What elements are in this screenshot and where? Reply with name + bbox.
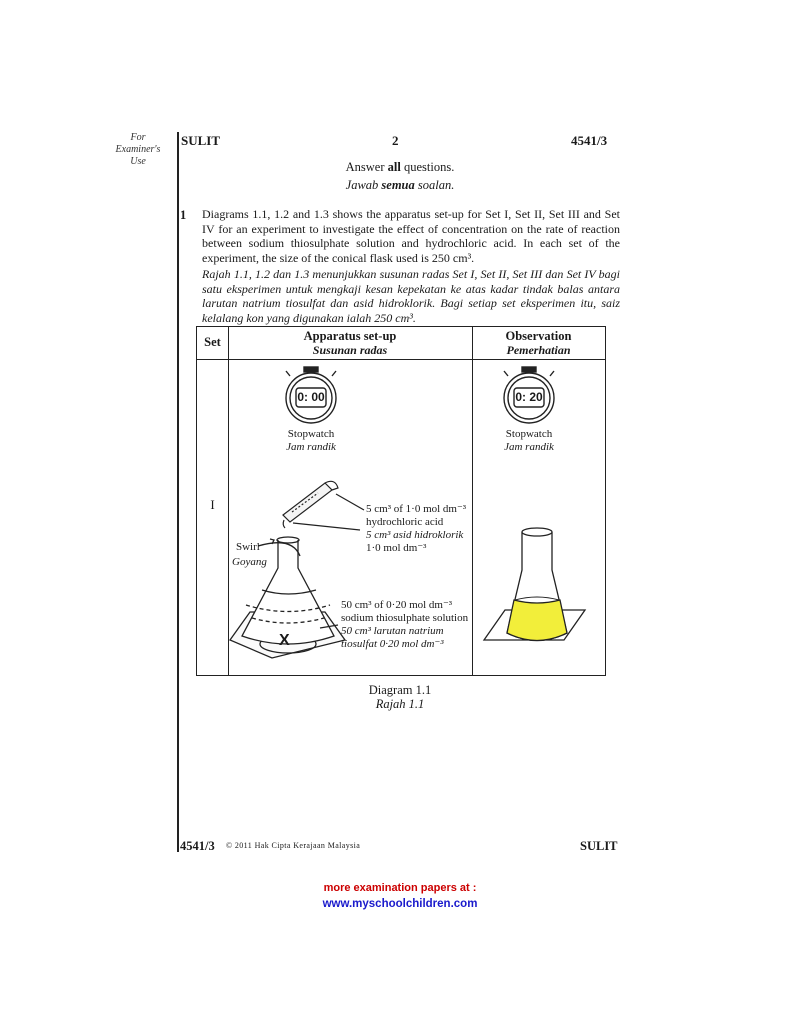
margin-line-3: Use <box>130 156 146 167</box>
row-set-label: I <box>210 497 215 512</box>
acid-label-ms-2: 1·0 mol dm⁻³ <box>366 542 427 554</box>
instruction-en: Answer all questions. <box>345 160 455 174</box>
acid-label-en-1: 5 cm³ of 1·0 mol dm⁻³ <box>366 503 467 515</box>
header-setup-en: Apparatus set-up <box>303 329 397 343</box>
thio-label-en-1: 50 cm³ of 0·20 mol dm⁻³ <box>341 599 453 611</box>
conical-flask-yellow-icon <box>482 527 587 642</box>
header-observation-ms: Pemerhatian <box>506 343 571 357</box>
thio-label-ms-2: tiosulfat 0·20 mol dm⁻³ <box>341 638 444 650</box>
diagram-caption-en: Diagram 1.1 <box>368 683 432 697</box>
thio-label-ms-1: 50 cm³ larutan natrium <box>341 625 444 637</box>
question-number: 1 <box>180 208 187 222</box>
header-set: Set <box>204 335 221 349</box>
swirl-label-ms: Goyang <box>232 556 267 568</box>
examiner-margin-label: For Examiner's Use <box>108 132 168 168</box>
test-tube-icon <box>282 480 365 531</box>
header-sulit: SULIT <box>181 133 221 148</box>
observation-stopwatch-ms: Jam randik <box>504 441 554 453</box>
acid-label-en-2: hydrochloric acid <box>366 516 444 528</box>
acid-label-ms-1: 5 cm³ asid hidroklorik <box>366 529 464 541</box>
paper-code: 4541/3 <box>571 133 608 148</box>
stopwatch-label-en: Stopwatch <box>287 428 335 440</box>
header-observation-en: Observation <box>505 329 572 343</box>
header-setup-ms: Susunan radas <box>312 343 388 357</box>
margin-line-2: Examiner's <box>115 144 161 155</box>
stopwatch-time-observation: 0: 20 <box>515 390 543 404</box>
stopwatch-icon-observation <box>503 366 555 424</box>
stopwatch-time-setup: 0: 00 <box>297 390 325 404</box>
conical-flask-icon <box>229 536 347 659</box>
diagram-caption-ms: Rajah 1.1 <box>375 697 425 711</box>
margin-line-1: For <box>130 132 146 143</box>
promo-text: more examination papers at : <box>323 882 477 894</box>
footer-sulit: SULIT <box>580 839 618 853</box>
thio-label-en-2: sodium thiosulphate solution <box>341 612 469 624</box>
stopwatch-icon <box>285 366 337 424</box>
question-text-en: Diagrams 1.1, 1.2 and 1.3 shows the appa… <box>202 207 620 265</box>
apparatus-table: Set Apparatus set-up Susunan radas Obser… <box>196 326 606 676</box>
x-mark: X <box>279 632 290 649</box>
footer-code: 4541/3 <box>180 839 215 853</box>
margin-rule <box>177 132 179 852</box>
footer-copyright: © 2011 Hak Cipta Kerajaan Malaysia <box>226 841 361 850</box>
instruction-ms: Jawab semua soalan. <box>345 178 455 192</box>
promo-link[interactable]: www.myschoolchildren.com <box>322 898 478 910</box>
observation-stopwatch-en: Stopwatch <box>505 428 553 440</box>
swirl-label-en: Swirl <box>236 541 260 553</box>
stopwatch-label-ms: Jam randik <box>286 441 336 453</box>
question-text-ms: Rajah 1.1, 1.2 dan 1.3 menunjukkan susun… <box>202 267 620 325</box>
page-number: 2 <box>392 133 399 148</box>
